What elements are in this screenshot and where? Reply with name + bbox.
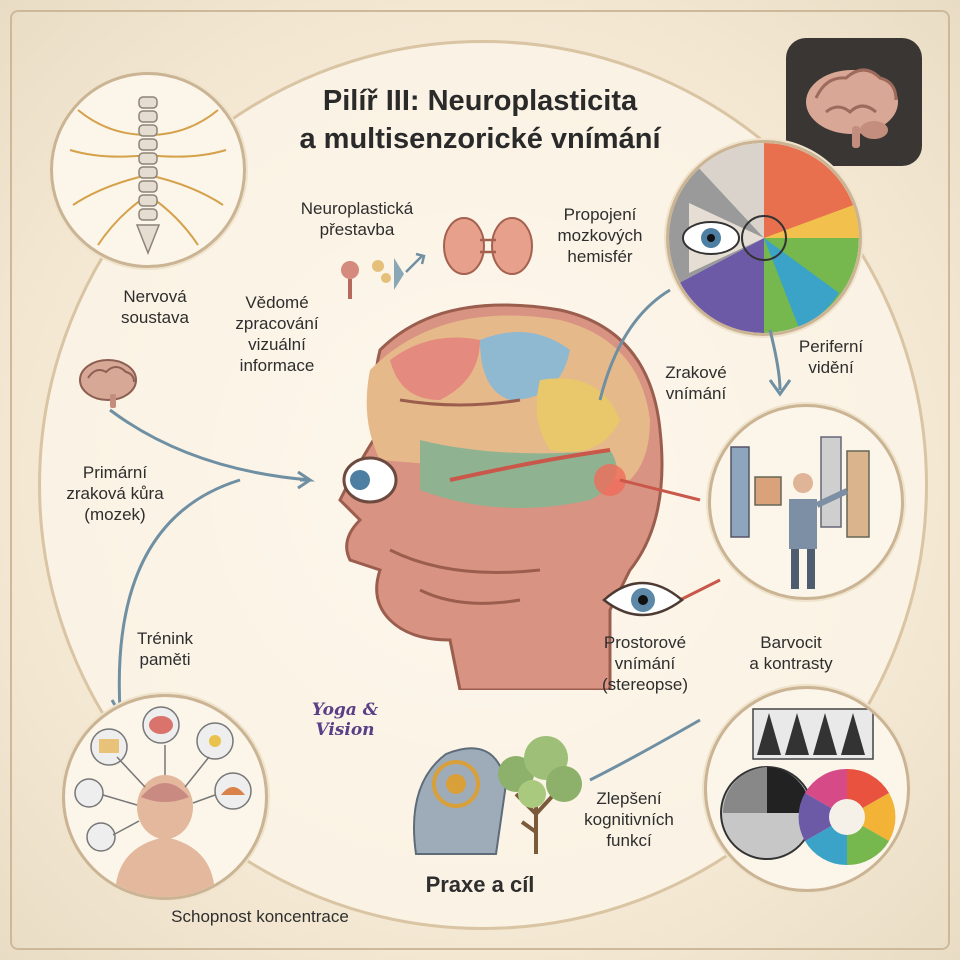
label-conscious-processing: Vědomé zpracování vizuální informace: [235, 293, 319, 375]
hemispheres-icon: [443, 217, 533, 275]
brain-app-icon[interactable]: [786, 38, 922, 166]
title-line-2: a multisenzorické vnímání: [299, 123, 661, 155]
arrow-eye-right: [679, 578, 721, 602]
arrow-to-spatial-medallion: [619, 478, 701, 502]
blocks-person-icon: [730, 436, 870, 589]
arrow-to-memory: [117, 478, 241, 711]
label-memory-training: Trénink paměti: [136, 629, 194, 669]
label-hemispheres: Propojení mozkových hemisfér: [557, 205, 643, 266]
arrow-to-cognitive: [589, 718, 701, 782]
spine-icon: [69, 96, 227, 256]
label-cognitive: Zlepšení kognitivních funkcí: [584, 789, 674, 850]
arrow-to-peripheral: [768, 329, 782, 391]
label-color-contrast: Barvocit a kontrasty: [749, 633, 833, 673]
practice-illustration: [413, 736, 582, 855]
contrast-wheel-icon: [720, 708, 896, 866]
label-spatial-perception: Prostorové vnímání (stereopse): [602, 633, 688, 694]
arrow-head-peripheral: [768, 379, 792, 397]
page-title: Pilíř III: Neuroplasticita a multisenzor…: [230, 82, 730, 158]
synapse-icon: [341, 252, 426, 299]
label-primary-visual-cortex: Primární zraková kůra (mozek): [66, 463, 164, 524]
label-visual-perception: Zrakové vnímání: [665, 363, 727, 403]
eye-color-wheel-medallion: [666, 140, 862, 336]
arrow-to-eye: [109, 408, 311, 482]
logo: Yoga & Vision: [311, 700, 379, 740]
label-neuroplastic: Neuroplastická přestavba: [300, 199, 414, 239]
contrast-medallion: [704, 686, 910, 892]
head-anatomy-illustration: [338, 303, 664, 690]
arrow-to-wheel: [598, 288, 671, 401]
label-peripheral-vision: Periferní vidění: [798, 337, 864, 377]
label-nervous-system: Nervová soustava: [120, 287, 190, 327]
concentration-medallion: [62, 694, 268, 900]
nervous-system-medallion: [50, 72, 246, 268]
head-thoughts-icon: [74, 706, 252, 897]
small-brain-icon: [79, 359, 137, 408]
eye-icon: [602, 581, 685, 617]
brain-icon: [806, 68, 898, 148]
outer-frame: [10, 10, 950, 950]
color-wheel-icon: [669, 143, 859, 333]
label-concentration: Schopnost koncentrace: [171, 907, 349, 926]
label-practice-goal: Praxe a cíl: [425, 872, 535, 897]
spatial-medallion: [708, 404, 904, 600]
title-line-1: Pilíř III: Neuroplasticita: [322, 85, 638, 117]
arrow-head-eye: [297, 470, 315, 490]
